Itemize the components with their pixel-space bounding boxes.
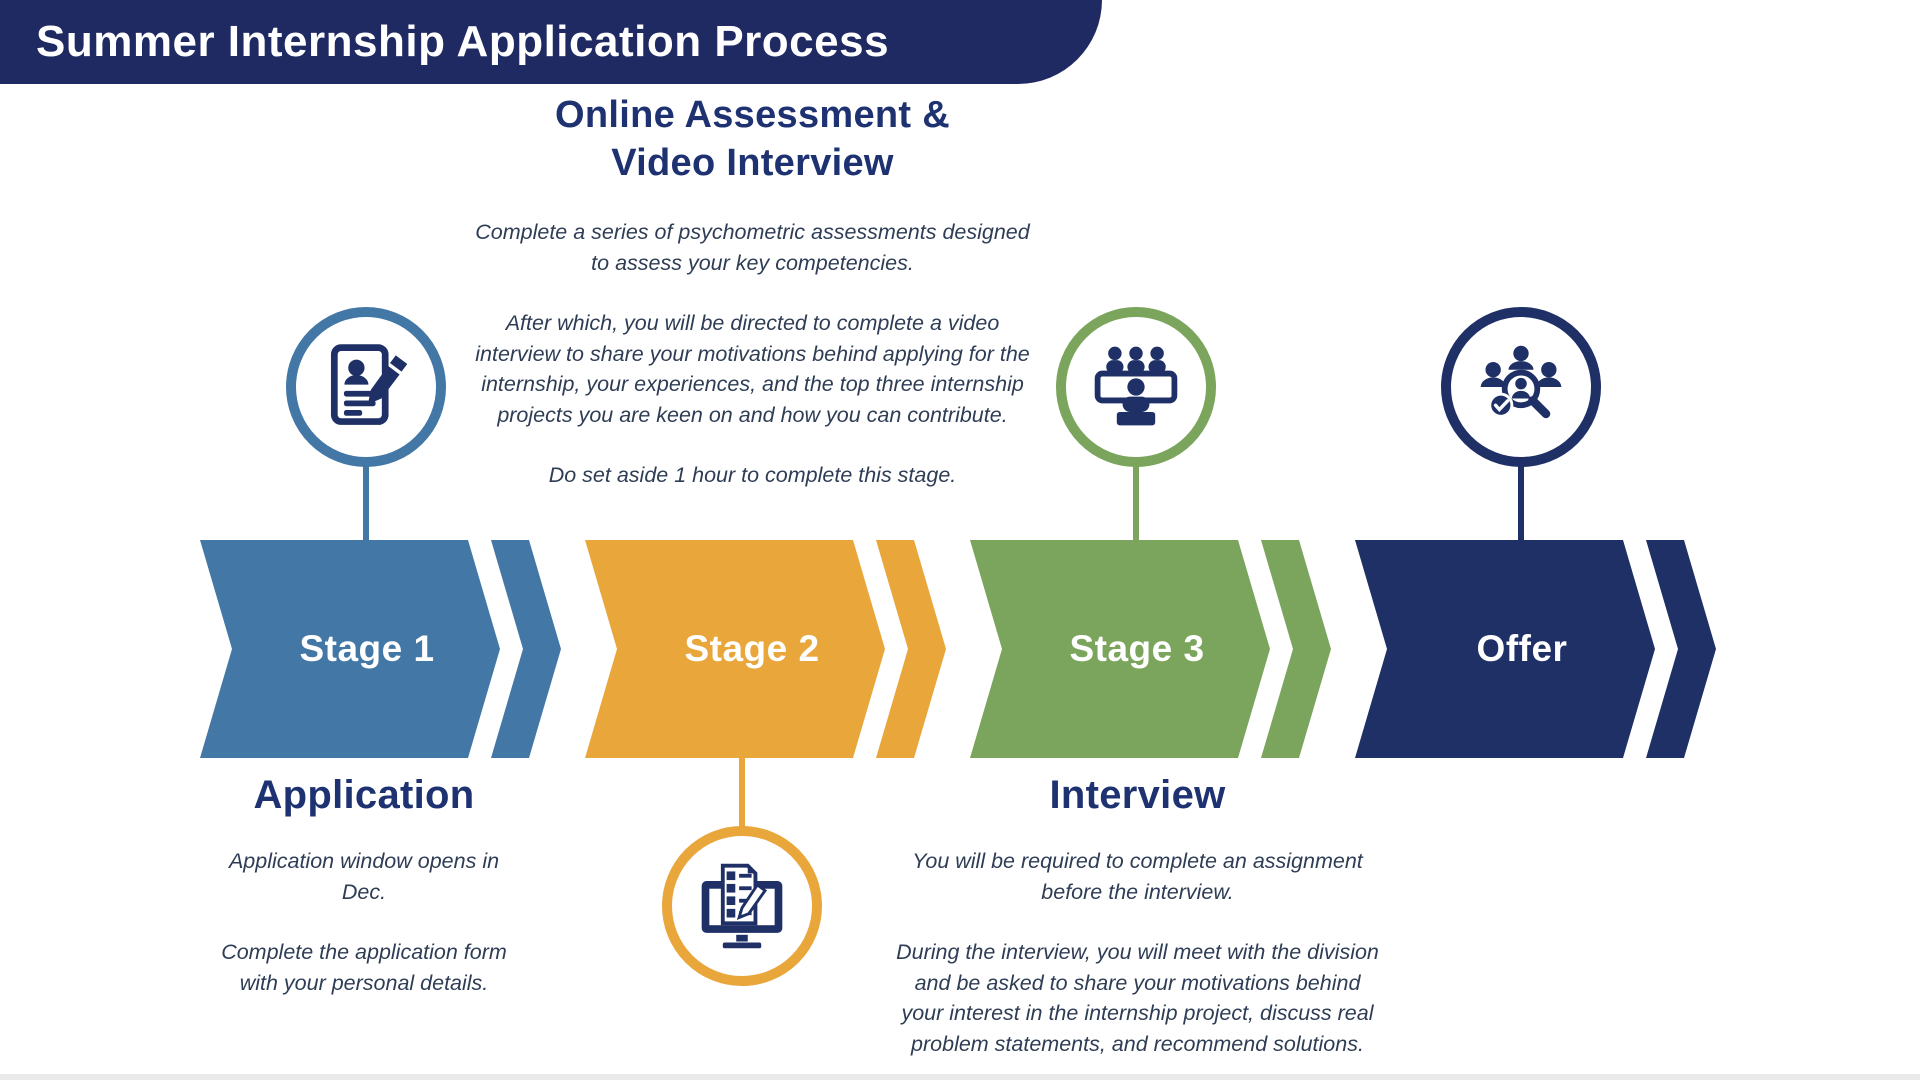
stage-arrow: Stage 2 [585,540,885,758]
application-callout: Application Application window opens in … [148,770,580,1028]
connector-line [1518,462,1524,540]
stage-label: Offer [1476,628,1568,669]
stage2-callout: Online Assessment & Video Interview Comp… [440,92,1065,521]
connector-line [1133,462,1139,540]
stage-arrow: Stage 1 [200,540,500,758]
stage-arrow: Stage 3 [970,540,1270,758]
stage-label: Stage 1 [299,628,435,669]
connector-line [363,462,369,540]
chevron-tail-icon [1646,540,1716,758]
stage-unit-1: Stage 1 [200,0,585,1080]
stage-unit-3: Stage 3 [970,0,1355,1080]
interview-callout: Interview You will be required to comple… [855,770,1420,1080]
stage2-callout-paragraph: After which, you will be directed to com… [475,311,1030,427]
interview-heading: Interview [1049,773,1226,817]
chevron-tail-icon [876,540,946,758]
header-banner: Summer Internship Application Process [0,0,1102,84]
stage-unit-offer: Offer [1355,0,1740,1080]
stage-unit-2: Stage 2 [585,0,970,1080]
resume-pen-icon [330,344,408,425]
online-assessment-icon [701,863,783,949]
candidate-selection-icon [1480,345,1562,419]
stage-icon-circle [1056,307,1216,467]
stage-icon-circle [286,307,446,467]
panel-interview-icon [1094,346,1178,426]
stage2-callout-paragraph: Complete a series of psychometric assess… [475,220,1030,275]
stage2-callout-title: Online Assessment & Video Interview [555,94,950,184]
application-heading: Application [253,773,475,817]
stage-label: Stage 3 [1069,628,1205,669]
chevron-tail-icon [1261,540,1331,758]
stage2-callout-paragraph: Do set aside 1 hour to complete this sta… [548,463,957,488]
stage-arrow: Offer [1355,540,1655,758]
application-paragraph: Complete the application form with your … [221,940,507,995]
connector-line [739,757,745,829]
interview-paragraph: You will be required to complete an assi… [912,849,1363,904]
bottom-edge-divider [0,1074,1920,1080]
banner-title: Summer Internship Application Process [36,17,890,66]
stage-label: Stage 2 [684,628,820,669]
application-paragraph: Application window opens in Dec. [228,849,500,904]
stage-icon-circle [662,826,822,986]
stage-icon-circle [1441,307,1601,467]
chevron-tail-icon [491,540,561,758]
interview-paragraph: During the interview, you will meet with… [896,940,1379,1056]
